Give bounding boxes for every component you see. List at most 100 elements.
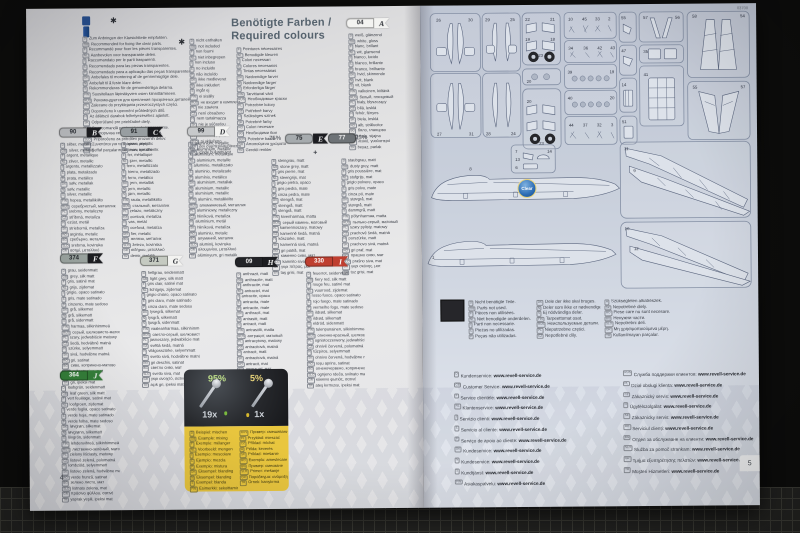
- winglet-and-bay-parts: [648, 17, 677, 121]
- colour-letter-flag: H: [263, 257, 278, 267]
- colour-number: 91: [119, 126, 149, 138]
- colour-chip-91: 91 C: [119, 126, 163, 138]
- mixing-example-image: 95% 5% 19x 1x: [183, 368, 289, 427]
- svg-text:37: 37: [583, 122, 588, 127]
- porthole-strip-parts: [571, 75, 610, 108]
- svg-text:35: 35: [643, 49, 648, 54]
- svg-text:11: 11: [624, 146, 629, 151]
- cowl-and-wheel-parts: [525, 22, 556, 145]
- svg-text:2: 2: [608, 16, 611, 21]
- colour-number: 75: [285, 133, 314, 144]
- svg-text:19: 19: [610, 69, 615, 74]
- colour-letter-flag: A: [374, 18, 389, 28]
- sprue-parts-diagram: 2630292522211918232027312824202310453323…: [427, 10, 752, 289]
- svg-text:13: 13: [515, 157, 520, 162]
- svg-text:25: 25: [510, 17, 515, 22]
- svg-text:9: 9: [633, 168, 636, 173]
- mix-left-percent: 75%: [269, 135, 282, 142]
- colour-number: 77: [328, 133, 357, 144]
- svg-text:51: 51: [622, 119, 627, 124]
- colour-number: 04: [346, 18, 375, 29]
- svg-text:44: 44: [569, 123, 574, 128]
- svg-text:29: 29: [485, 17, 490, 22]
- pipette-icon: [198, 377, 223, 409]
- clear-parts-badge: Clear: [517, 178, 537, 199]
- svg-text:56: 56: [675, 15, 680, 20]
- svg-text:32: 32: [597, 122, 602, 127]
- svg-text:22: 22: [525, 17, 530, 22]
- colour-chip-371: 371 G: [139, 256, 183, 266]
- mix-ratio-right: 1x: [254, 409, 265, 420]
- svg-text:20: 20: [527, 99, 532, 104]
- colour-number: 364: [59, 370, 88, 381]
- svg-text:20: 20: [527, 79, 532, 84]
- svg-text:47: 47: [621, 48, 626, 53]
- svg-text:23: 23: [538, 53, 543, 58]
- colour-letter-flag: C: [148, 127, 163, 137]
- paint-drop-yellow: [246, 413, 249, 417]
- svg-text:40: 40: [568, 96, 573, 101]
- colour-letter-flag: F: [88, 253, 103, 263]
- svg-text:31: 31: [469, 131, 474, 136]
- landing-gear-parts: [569, 25, 615, 139]
- plus-sign: +: [313, 149, 318, 157]
- colour-letter-flag: J: [88, 370, 103, 380]
- colour-chip-374: 374 F: [59, 253, 103, 264]
- svg-text:23: 23: [539, 141, 544, 146]
- colour-chip-90: 90 B: [58, 127, 102, 138]
- colour-letter-flag: B: [87, 127, 102, 137]
- mix-ratio-left: 19x: [202, 409, 218, 420]
- not-used-colour-swatch: [440, 299, 465, 322]
- colour-number: 330: [304, 256, 334, 267]
- svg-text:57: 57: [741, 84, 746, 89]
- colour-chip-364: 364 J: [59, 370, 103, 381]
- svg-text:54: 54: [740, 13, 745, 18]
- svg-text:36: 36: [583, 45, 588, 50]
- svg-text:24: 24: [511, 131, 516, 136]
- mix-percent-right: 5%: [249, 373, 264, 384]
- right-page: 03700: [420, 3, 760, 508]
- svg-text:42: 42: [597, 45, 602, 50]
- svg-text:55: 55: [621, 15, 626, 20]
- svg-text:6: 6: [515, 165, 518, 170]
- svg-text:19: 19: [525, 37, 530, 42]
- paint-drop-green: [224, 411, 227, 415]
- svg-text:12: 12: [634, 246, 639, 251]
- pipette-icon: [250, 377, 275, 408]
- svg-text:26: 26: [436, 18, 441, 23]
- colour-number: 09: [234, 257, 264, 268]
- svg-text:57: 57: [643, 15, 648, 20]
- svg-text:39: 39: [568, 70, 573, 75]
- colour-letter-flag: E: [313, 134, 328, 144]
- svg-text:7: 7: [515, 149, 518, 154]
- page-number-left: 4: [59, 474, 64, 482]
- page-number-right: 5: [739, 455, 760, 472]
- svg-text:58: 58: [692, 14, 697, 19]
- colour-chip-330: 330 I: [304, 256, 348, 267]
- colour-chip-04: 04 A: [346, 18, 389, 29]
- clear-label: Clear: [521, 185, 533, 191]
- colour-chip-75-77-mix: 75 E 77: [285, 133, 357, 144]
- colour-number: 374: [59, 253, 89, 264]
- page-title: Benötigte Farben / Required colours: [231, 16, 332, 42]
- svg-text:3: 3: [611, 122, 614, 127]
- svg-text:18: 18: [550, 37, 555, 42]
- svg-text:28: 28: [486, 131, 491, 136]
- svg-text:30: 30: [468, 17, 473, 22]
- asterisk-icon: ✱: [110, 16, 117, 26]
- asterisk-icon: ✱: [178, 37, 186, 47]
- svg-text:33: 33: [595, 16, 600, 21]
